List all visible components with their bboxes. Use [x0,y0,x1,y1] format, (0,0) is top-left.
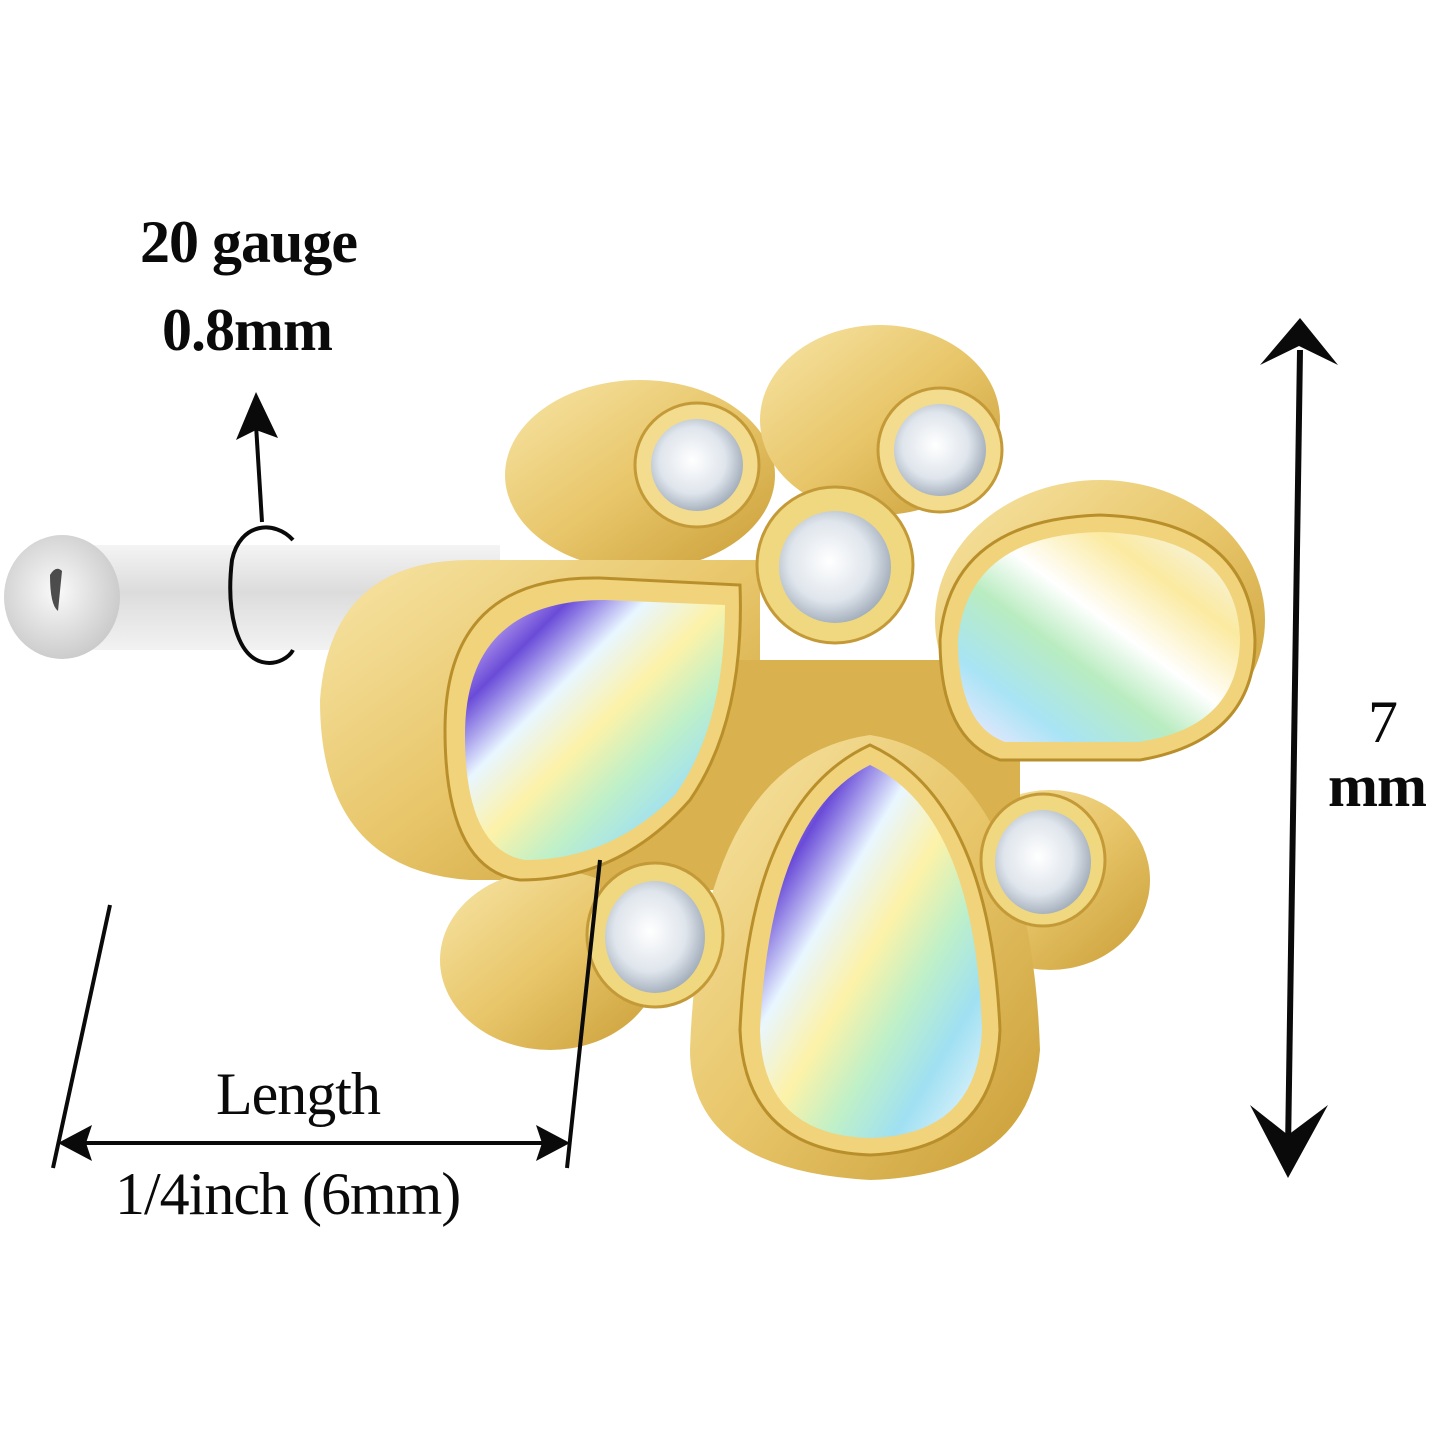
length-dimension [51,859,602,1169]
jewelry-top [320,325,1265,1180]
arrow-up-icon [1260,318,1338,365]
length-value: 1/4inch (6mm) [115,1161,461,1227]
arrow-right-icon [536,1125,570,1161]
aurora-teardrop-gem [938,513,1257,762]
aurora-teardrop-gem [443,576,742,882]
arrow-down-icon [1250,1105,1328,1178]
clear-gem [585,861,725,1009]
height-dimension [1250,318,1338,1178]
clear-gem [633,401,761,529]
aurora-teardrop-gem [738,743,1002,1157]
clear-gem [755,485,915,645]
gauge-label: 20 gauge [140,209,358,275]
gauge-mm-label: 0.8mm [162,297,333,363]
length-title: Length [216,1061,381,1127]
arrow-left-icon [58,1125,92,1161]
gauge-indicator [228,392,295,665]
arrow-up-icon [236,392,278,440]
clear-gem [979,792,1107,928]
height-value: 7 [1368,689,1398,755]
clear-gem [876,386,1004,514]
height-unit: mm [1328,753,1427,819]
